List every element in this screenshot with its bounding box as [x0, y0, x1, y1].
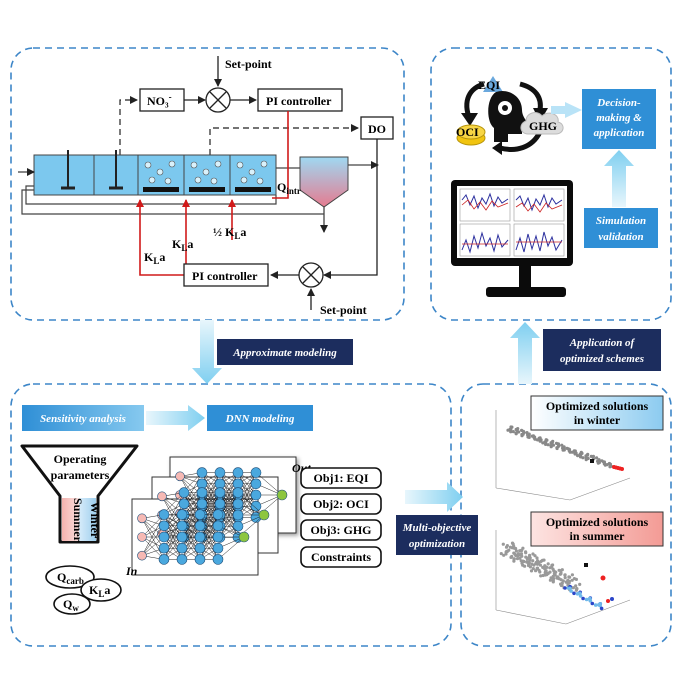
app-optimized-label: [543, 329, 661, 371]
monitor-icon: [451, 180, 573, 297]
dnn-label: [207, 405, 313, 431]
q-carb-ellipse: [45, 565, 95, 589]
simulation-line-1: Simulation: [596, 215, 646, 227]
winter-solutions-header: [530, 395, 664, 431]
ghg-label: GHG: [529, 119, 557, 133]
sensitivity-label: [22, 405, 144, 431]
no3-label: NO₃-: [147, 92, 172, 108]
svg-text:Application of: Application of: [569, 337, 636, 349]
in-label: In: [125, 564, 138, 578]
svg-text:Qw: Qw: [63, 597, 79, 613]
q-intr-label: Qintr: [277, 180, 301, 196]
kla-half-label: ½ KLa: [213, 225, 246, 241]
svg-text:KLa: KLa: [89, 583, 110, 599]
svg-text:Optimized solutions: Optimized solutions: [546, 399, 649, 413]
svg-text:Obj1: EQI: Obj1: EQI: [313, 471, 368, 485]
cloud-icon: [520, 112, 564, 135]
objective-1: [300, 467, 382, 489]
summer-pareto-plot: [495, 530, 631, 625]
svg-text:Optimized solutions: Optimized solutions: [546, 515, 649, 529]
decision-line-1: Decision-: [596, 97, 641, 109]
pi-controller-bottom-label: PI controller: [192, 269, 258, 283]
svg-text:Sensitivity analysis: Sensitivity analysis: [40, 413, 126, 425]
do-label: DO: [368, 122, 386, 136]
svg-text:DNN modeling: DNN modeling: [225, 413, 295, 425]
decision-box: [582, 89, 656, 149]
svg-text:Qcarb: Qcarb: [57, 570, 84, 586]
multi-objective-label: [396, 515, 478, 555]
decision-panel: [430, 47, 672, 321]
decision-line-2: making &: [596, 112, 642, 124]
summer-solutions-header: [530, 511, 664, 547]
svg-text:Constraints: Constraints: [311, 550, 371, 564]
pi-controller-bottom: [183, 263, 269, 287]
svg-text:Multi-objective: Multi-objective: [402, 522, 472, 534]
kla-label-1: KLa: [172, 237, 193, 253]
objective-list: Obj1: EQI Obj2: OCI Obj3: GHG Constraint…: [300, 467, 382, 568]
svg-text:parameters: parameters: [51, 468, 110, 482]
constraints: [300, 546, 382, 568]
pi-controller-top: [257, 88, 343, 112]
svg-text:Operating: Operating: [54, 452, 107, 466]
oci-label: OCI: [456, 125, 479, 139]
objective-2: [300, 493, 382, 515]
modeling-panel: [10, 383, 452, 647]
set-point-bottom-label: Set-point: [320, 303, 367, 317]
process-schematic: Set-point NO₃- PI controller DO: [18, 56, 394, 317]
qw-ellipse: [53, 593, 91, 615]
pi-controller-top-label: PI controller: [266, 94, 332, 108]
svg-text:in winter: in winter: [574, 413, 621, 427]
decision-line-3: application: [594, 127, 645, 139]
set-point-top-label: Set-point: [225, 57, 272, 71]
svg-text:Obj3: GHG: Obj3: GHG: [310, 523, 371, 537]
kla-label-2: KLa: [144, 250, 165, 266]
svg-text:Approximate modeling: Approximate modeling: [232, 347, 337, 359]
aeration-bubbles: [144, 160, 268, 185]
head-gear-icon: [488, 90, 528, 142]
dnn-networks: In Out: [125, 456, 311, 578]
simulation-box: [584, 208, 658, 248]
parameter-funnel: Operating parameters Summer Winter: [20, 444, 139, 544]
svg-text:optimized schemes: optimized schemes: [560, 353, 644, 365]
simulation-line-2: validation: [598, 231, 643, 243]
svg-text:optimization: optimization: [409, 538, 465, 550]
objective-3: [300, 519, 382, 541]
winter-pareto-plot: [495, 410, 631, 501]
secondary-clarifier: [299, 156, 349, 208]
summer-label: Summer: [71, 498, 85, 543]
svg-text:Obj2: OCI: Obj2: OCI: [313, 497, 369, 511]
kla-ellipse: [80, 578, 122, 602]
decision-cycle: EQI OCI GHG: [456, 76, 564, 155]
approx-modeling-label: [217, 339, 353, 365]
svg-text:in summer: in summer: [570, 529, 626, 543]
winter-label: Winter: [88, 502, 102, 539]
eqi-label: EQI: [478, 78, 500, 92]
